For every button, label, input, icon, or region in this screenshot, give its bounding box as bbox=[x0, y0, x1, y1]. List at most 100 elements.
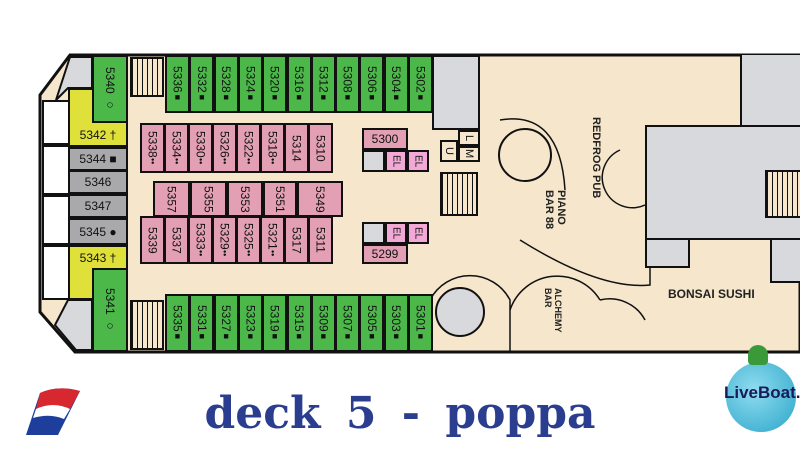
accessibility-icon: ■ bbox=[366, 331, 377, 342]
cabin-5332[interactable]: 5332■ bbox=[189, 55, 215, 113]
cabin-5329[interactable]: 5329•• bbox=[212, 216, 237, 264]
cabin-number: 5333 bbox=[193, 223, 208, 251]
cabin-5353[interactable]: 5353 bbox=[227, 181, 263, 217]
elevator: EL bbox=[407, 150, 429, 172]
cabin-number: 5312 bbox=[316, 65, 331, 93]
restroom-m: M bbox=[458, 146, 480, 162]
cabin-5321[interactable]: 5321•• bbox=[260, 216, 285, 264]
cabin-5317[interactable]: 5317 bbox=[284, 216, 309, 264]
service-room bbox=[362, 222, 385, 244]
cabin-5304[interactable]: 5304■ bbox=[383, 55, 409, 113]
cabin-5319[interactable]: 5319■ bbox=[262, 294, 288, 352]
cabin-5326[interactable]: 5326•• bbox=[212, 123, 237, 173]
cabin-number: 5317 bbox=[289, 226, 304, 254]
cabin-5351[interactable]: 5351 bbox=[263, 181, 297, 217]
cabin-5339[interactable]: 5339 bbox=[140, 216, 165, 264]
cabin-5340[interactable]: 5340 ○ bbox=[92, 55, 128, 123]
cabin-number: 5321 bbox=[265, 223, 280, 251]
accessibility-icon: ■ bbox=[391, 92, 402, 103]
cabin-number: 5310 bbox=[313, 134, 328, 162]
cabin-5300[interactable]: 5300 bbox=[362, 128, 408, 150]
cabin-number: 5351 bbox=[273, 185, 287, 213]
cabin-5306[interactable]: 5306■ bbox=[359, 55, 385, 113]
cabin-5312[interactable]: 5312■ bbox=[310, 55, 336, 113]
accessibility-icon: •• bbox=[219, 158, 230, 165]
restroom-label: U bbox=[443, 147, 455, 155]
accessibility-icon: ■ bbox=[269, 331, 280, 342]
cabin-5322[interactable]: 5322•• bbox=[236, 123, 261, 173]
cabin-number: 5342 † bbox=[79, 128, 117, 142]
cabin-5318[interactable]: 5318•• bbox=[260, 123, 285, 173]
cabin-5303[interactable]: 5303■ bbox=[383, 294, 409, 352]
accessibility-icon: ■ bbox=[415, 331, 426, 342]
elevator: EL bbox=[385, 150, 407, 172]
cabin-5357[interactable]: 5357 bbox=[153, 181, 190, 217]
service-area bbox=[432, 55, 480, 130]
accessibility-icon: ■ bbox=[342, 331, 353, 342]
cabin-number: 5301 bbox=[413, 304, 428, 332]
cabin-number: 5311 bbox=[313, 227, 328, 253]
venue-redfrog-pub: REDFROG PUB bbox=[590, 117, 602, 199]
accessibility-icon: ■ bbox=[269, 92, 280, 103]
cabin-5336[interactable]: 5336■ bbox=[165, 55, 190, 113]
liveboat-text: LiveBoat.it bbox=[724, 383, 800, 402]
cabin-5308[interactable]: 5308■ bbox=[335, 55, 361, 113]
cabin-number: 5331 bbox=[194, 304, 209, 332]
cabin-number: 5344 ■ bbox=[79, 152, 117, 166]
deck-title: deck 5 - poppa bbox=[204, 388, 596, 439]
cabin-5334[interactable]: 5334•• bbox=[164, 123, 189, 173]
accessibility-icon: ■ bbox=[172, 331, 183, 342]
cabin-5309[interactable]: 5309■ bbox=[310, 294, 336, 352]
cabin-5314[interactable]: 5314 bbox=[284, 123, 309, 173]
stairs-icon bbox=[130, 57, 164, 97]
accessibility-icon: ■ bbox=[366, 92, 377, 103]
cabin-5325[interactable]: 5325•• bbox=[236, 216, 261, 264]
cabin-5355[interactable]: 5355 bbox=[190, 181, 227, 217]
service-area bbox=[740, 55, 800, 127]
cabin-5299[interactable]: 5299 bbox=[362, 244, 408, 264]
cabin-5316[interactable]: 5316■ bbox=[286, 55, 312, 113]
accessibility-icon: •• bbox=[219, 250, 230, 257]
restroom-l: L bbox=[458, 130, 480, 146]
globe-icon bbox=[726, 362, 796, 432]
cabin-number: 5329 bbox=[217, 223, 232, 251]
cabin-5330[interactable]: 5330•• bbox=[188, 123, 213, 173]
accessibility-icon: •• bbox=[147, 158, 158, 165]
cabin-5320[interactable]: 5320■ bbox=[262, 55, 288, 113]
restroom-label: M bbox=[463, 149, 475, 159]
cabin-5341[interactable]: 5341 ○ bbox=[92, 268, 128, 352]
cabin-number: 5306 bbox=[364, 65, 379, 93]
cabin-5323[interactable]: 5323■ bbox=[237, 294, 263, 352]
cabin-number: 5332 bbox=[194, 65, 209, 93]
cabin-side-2[interactable]: 5346 bbox=[68, 170, 128, 194]
stairs-icon bbox=[440, 172, 478, 216]
cabin-number: 5327 bbox=[219, 304, 234, 332]
cabin-side-3[interactable]: 5347 bbox=[68, 194, 128, 218]
cabin-5310[interactable]: 5310 bbox=[308, 123, 333, 173]
cabin-5307[interactable]: 5307■ bbox=[335, 294, 361, 352]
cabin-number: 5326 bbox=[217, 131, 232, 159]
cabin-number: 5320 bbox=[267, 65, 282, 93]
cabin-number: 5349 bbox=[313, 185, 327, 213]
cabin-5311[interactable]: 5311 bbox=[308, 216, 333, 264]
cabin-5302[interactable]: 5302■ bbox=[408, 55, 433, 113]
cabin-5305[interactable]: 5305■ bbox=[359, 294, 385, 352]
cabin-5327[interactable]: 5327■ bbox=[213, 294, 239, 352]
cabin-number: 5318 bbox=[265, 131, 280, 159]
cabin-5333[interactable]: 5333•• bbox=[188, 216, 213, 264]
cabin-5331[interactable]: 5331■ bbox=[189, 294, 215, 352]
accessibility-icon: ■ bbox=[221, 331, 232, 342]
cabin-number: 5347 bbox=[84, 199, 112, 213]
cabin-5338[interactable]: 5338•• bbox=[140, 123, 165, 173]
cabin-5335[interactable]: 5335■ bbox=[165, 294, 190, 352]
cabin-side-4[interactable]: 5345 ● bbox=[68, 218, 128, 245]
cabin-number: 5335 bbox=[170, 304, 185, 332]
cabin-5324[interactable]: 5324■ bbox=[237, 55, 263, 113]
cabin-5337[interactable]: 5337 bbox=[164, 216, 189, 264]
cabin-5328[interactable]: 5328■ bbox=[213, 55, 239, 113]
cabin-5315[interactable]: 5315■ bbox=[286, 294, 312, 352]
cabin-5301[interactable]: 5301■ bbox=[408, 294, 433, 352]
cabin-5349[interactable]: 5349 bbox=[297, 181, 343, 217]
cabin-number: 5314 bbox=[289, 134, 304, 162]
cabin-side-1[interactable]: 5344 ■ bbox=[68, 147, 128, 171]
